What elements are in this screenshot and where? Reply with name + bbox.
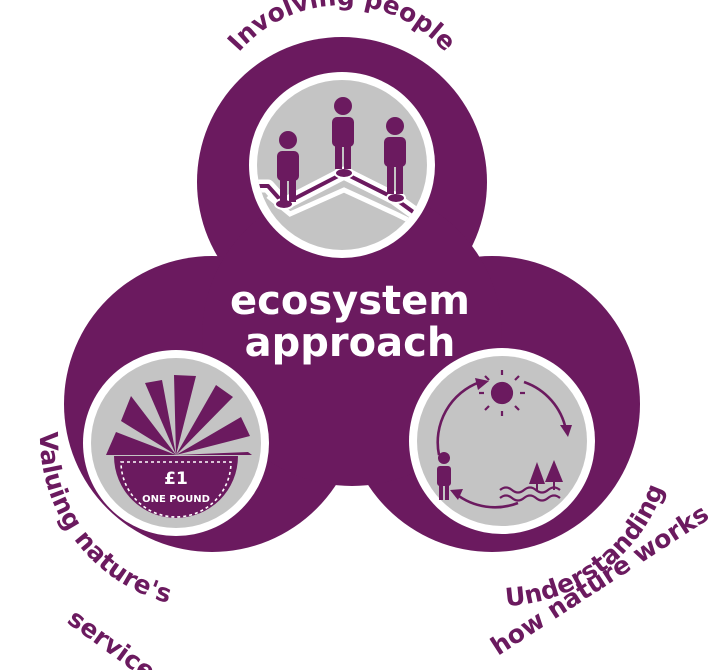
sun-icon	[479, 370, 525, 416]
trees-icon	[529, 460, 563, 490]
center-title-line2: approach	[245, 320, 456, 366]
people-network-icon	[249, 72, 435, 258]
coin-caption: ONE POUND	[142, 494, 210, 505]
label-valuing-natures-line2: services	[62, 603, 173, 670]
person-figure-left	[277, 131, 299, 202]
person-figure-middle	[332, 97, 354, 169]
person-figure-right	[384, 117, 406, 194]
water-waves-icon	[499, 486, 561, 502]
person-icon	[437, 452, 451, 500]
coin-value: £1	[164, 469, 188, 489]
center-title-line1: ecosystem	[230, 278, 470, 324]
pound-coin-pie-icon: £1 ONE POUND	[83, 350, 269, 536]
nature-cycle-icon	[409, 348, 595, 534]
